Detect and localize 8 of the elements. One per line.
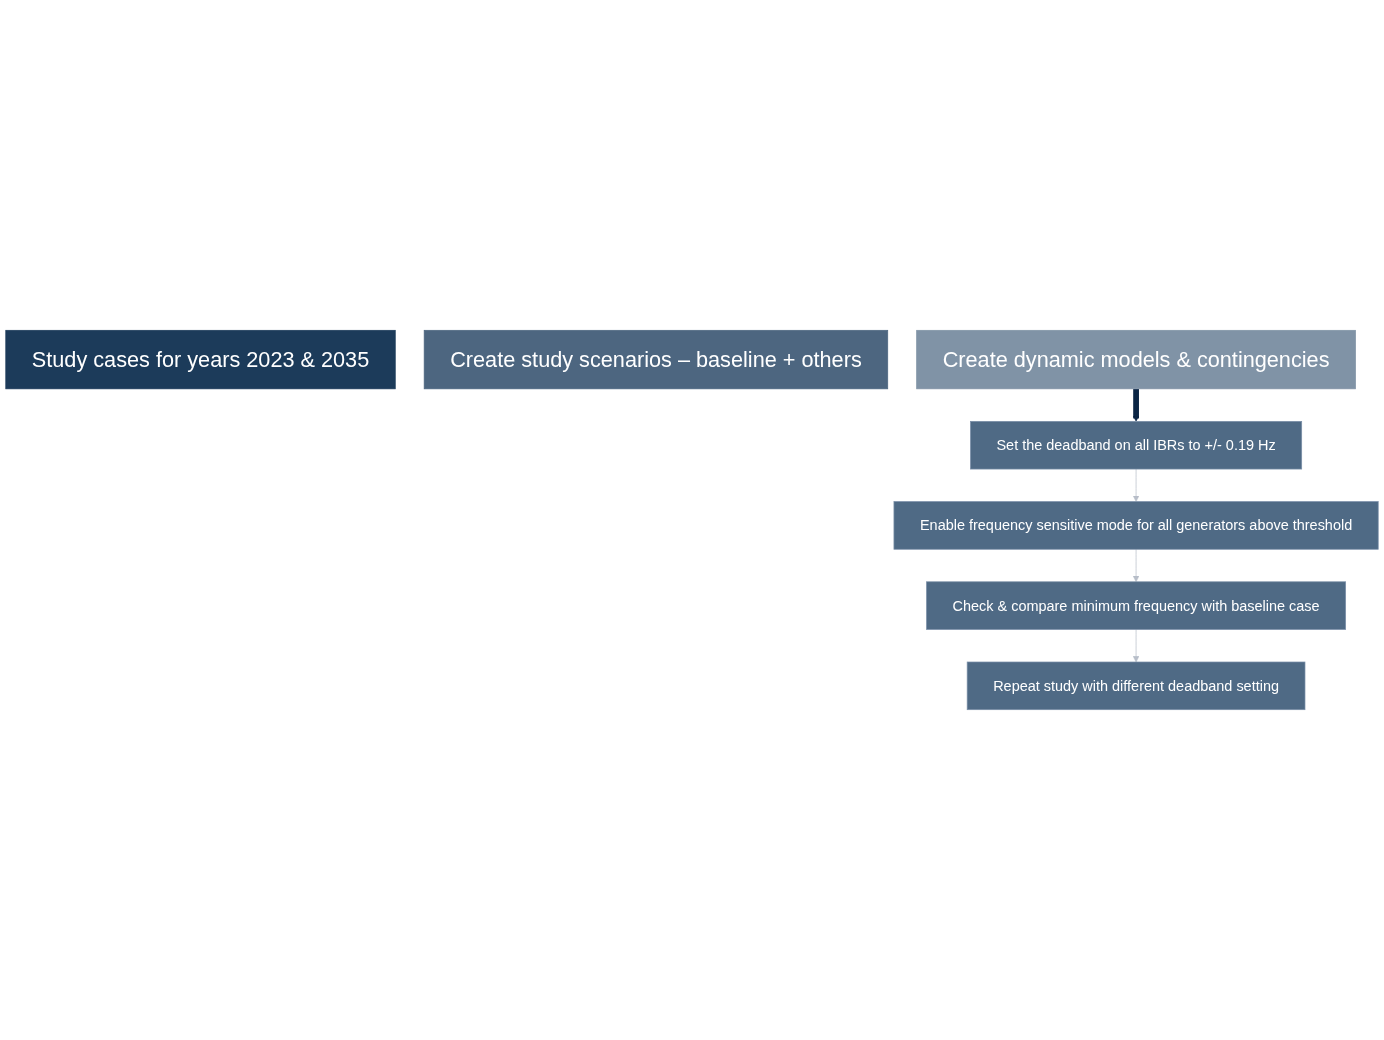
- node-box: Check & compare minimum frequency with baseline case: [926, 581, 1346, 630]
- node-box: Enable frequency sensitive mode for all generators above threshold: [893, 501, 1379, 550]
- node-box: Set the deadband on all IBRs to +/- 0.19 Hz: [970, 421, 1303, 470]
- arrow: [1132, 388, 1140, 422]
- node-box: Study cases for years 2023 & 2035: [5, 329, 396, 390]
- node-box: Repeat study with different deadband setting: [966, 661, 1306, 711]
- node-box: Create dynamic models & contingencies: [916, 329, 1356, 390]
- node-box: Create study scenarios – baseline + others: [423, 329, 889, 390]
